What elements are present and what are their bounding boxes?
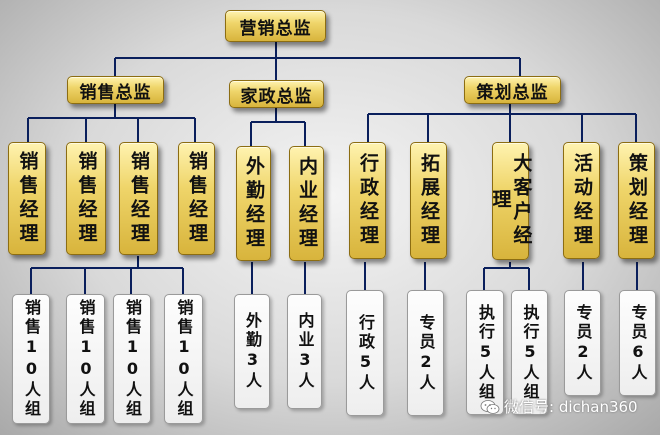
- manager-node: 外勤经理: [236, 146, 271, 261]
- unit-node: 专员2人: [407, 290, 444, 416]
- unit-node: 销售10人组: [164, 294, 203, 424]
- connector: [483, 262, 530, 290]
- unit-node: 专员6人: [619, 290, 656, 396]
- unit-node: 销售10人组: [12, 294, 50, 424]
- watermark-text: 微信号: dichan360: [504, 398, 638, 416]
- connector: [367, 104, 637, 142]
- manager-node: 销售经理: [119, 142, 158, 255]
- unit-node: 专员2人: [564, 290, 601, 396]
- connector: [114, 42, 521, 80]
- manager-node: 销售经理: [178, 142, 215, 255]
- unit-node: 内业3人: [287, 294, 322, 409]
- root-node: 营销总监: [225, 10, 326, 42]
- manager-node: 大客户经理: [490, 142, 532, 260]
- manager-node: 销售经理: [8, 142, 46, 255]
- manager-node: 内业经理: [289, 146, 324, 261]
- manager-node: 拓展经理: [410, 142, 447, 259]
- unit-node: 外勤3人: [234, 294, 270, 409]
- wechat-icon: [480, 399, 500, 414]
- unit-node: 行政5人: [346, 290, 384, 416]
- director-sales: 销售总监: [67, 76, 164, 104]
- manager-node: 销售经理: [66, 142, 106, 255]
- manager-node: 策划经理: [618, 142, 655, 259]
- manager-node: 活动经理: [563, 142, 600, 259]
- unit-node: 销售10人组: [66, 294, 105, 424]
- watermark: 微信号: dichan360: [480, 396, 638, 417]
- unit-node: 执行5人组: [511, 290, 548, 415]
- connector: [250, 108, 306, 146]
- director-housekeeping: 家政总监: [229, 80, 324, 108]
- connector: [27, 104, 196, 142]
- connector: [251, 262, 638, 294]
- unit-node: 执行5人组: [466, 290, 504, 415]
- director-planning: 策划总监: [464, 76, 561, 104]
- connector: [30, 256, 184, 294]
- unit-node: 销售10人组: [113, 294, 151, 424]
- manager-node: 行政经理: [349, 142, 386, 259]
